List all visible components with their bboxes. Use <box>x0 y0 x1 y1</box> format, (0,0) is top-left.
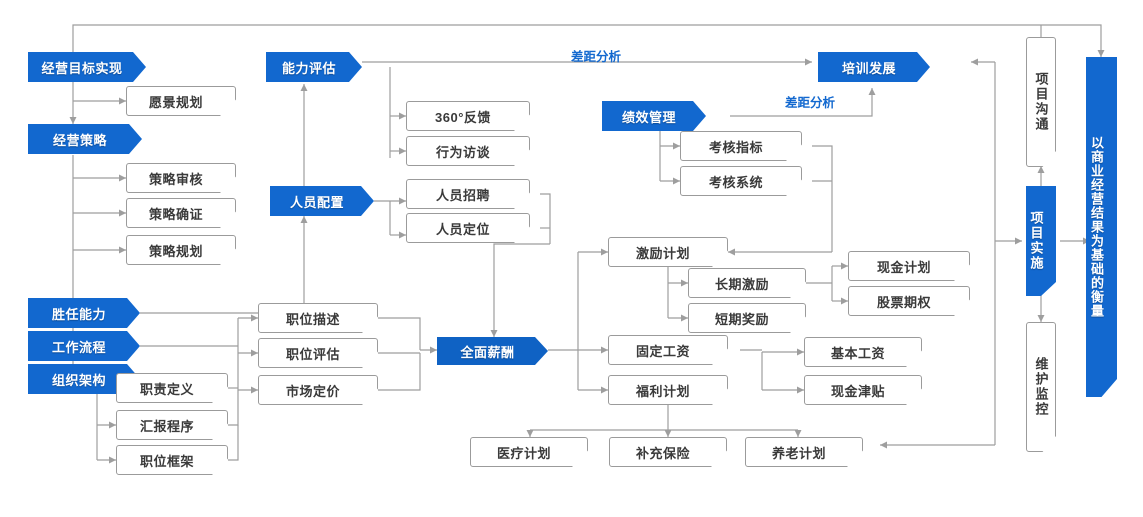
node-label: 项目实施 <box>1028 211 1044 271</box>
node-label: 固定工资 <box>635 343 690 359</box>
node-cash-allowance[interactable]: 现金津贴 <box>804 375 922 405</box>
node-label: 人员配置 <box>289 194 344 210</box>
node-label: 激励计划 <box>635 245 690 261</box>
node-label: 能力评估 <box>281 60 336 76</box>
node-staffing[interactable]: 人员配置 <box>270 186 374 216</box>
node-label: 短期奖励 <box>714 311 769 327</box>
node-work-process[interactable]: 工作流程 <box>28 331 140 361</box>
node-strategy-plan[interactable]: 策略规划 <box>126 235 236 265</box>
node-label: 愿景规划 <box>148 94 203 110</box>
node-label: 项目沟通 <box>1033 72 1049 132</box>
node-performance-mgmt[interactable]: 绩效管理 <box>602 101 706 131</box>
node-label: 策略规划 <box>148 243 203 259</box>
node-positioning[interactable]: 人员定位 <box>406 213 530 243</box>
node-label: 经营目标实现 <box>41 60 123 76</box>
node-cash-plan[interactable]: 现金计划 <box>848 251 970 281</box>
node-short-term-bonus[interactable]: 短期奖励 <box>688 303 806 333</box>
node-vision-plan[interactable]: 愿景规划 <box>126 86 236 116</box>
node-strategy-review[interactable]: 策略审核 <box>126 163 236 193</box>
node-label: 培训发展 <box>841 60 896 76</box>
node-base-salary[interactable]: 基本工资 <box>804 337 922 367</box>
node-label: 工作流程 <box>51 339 106 355</box>
node-label: 补充保险 <box>635 445 690 461</box>
node-pension-plan[interactable]: 养老计划 <box>745 437 863 467</box>
node-label: 以商业经营结果为基础的衡量 <box>1089 136 1104 318</box>
node-label: 汇报程序 <box>139 418 194 434</box>
node-label: 养老计划 <box>771 445 826 461</box>
node-assessment-system[interactable]: 考核系统 <box>680 166 802 196</box>
node-project-implementation[interactable]: 项目实施 <box>1026 186 1056 296</box>
node-feedback-360[interactable]: 360°反馈 <box>406 101 530 131</box>
node-capability-assessment[interactable]: 能力评估 <box>266 52 362 82</box>
node-label: 考核指标 <box>708 139 763 155</box>
node-supplementary-insurance[interactable]: 补充保险 <box>609 437 727 467</box>
node-assessment-index[interactable]: 考核指标 <box>680 131 802 161</box>
node-competency[interactable]: 胜任能力 <box>28 298 140 328</box>
node-report-procedure[interactable]: 汇报程序 <box>116 410 228 440</box>
node-label: 现金计划 <box>876 259 931 275</box>
node-label: 医疗计划 <box>496 445 551 461</box>
node-label: 市场定价 <box>285 383 340 399</box>
node-maintenance-monitoring[interactable]: 维护监控 <box>1026 322 1056 452</box>
node-label: 考核系统 <box>708 174 763 190</box>
node-label: 人员招聘 <box>435 187 490 203</box>
node-label: 职位描述 <box>285 311 340 327</box>
node-behavior-interview[interactable]: 行为访谈 <box>406 136 530 166</box>
node-label: 维护监控 <box>1033 357 1049 417</box>
node-total-rewards[interactable]: 全面薪酬 <box>437 337 548 365</box>
node-business-goal[interactable]: 经营目标实现 <box>28 52 146 82</box>
node-position-framework[interactable]: 职位框架 <box>116 445 228 475</box>
node-label: 策略确证 <box>148 206 203 222</box>
node-fixed-salary[interactable]: 固定工资 <box>608 335 728 365</box>
node-stock-option[interactable]: 股票期权 <box>848 286 970 316</box>
node-label: 行为访谈 <box>435 144 490 160</box>
node-label: 福利计划 <box>635 383 690 399</box>
node-recruitment[interactable]: 人员招聘 <box>406 179 530 209</box>
node-label: 基本工资 <box>830 345 885 361</box>
node-label: 胜任能力 <box>51 306 106 322</box>
node-label: 人员定位 <box>435 221 490 237</box>
node-label: 职责定义 <box>139 381 194 397</box>
node-label: 策略审核 <box>148 171 203 187</box>
node-label: 组织架构 <box>51 372 106 388</box>
node-label: 经营策略 <box>52 132 107 148</box>
node-long-term-incentive[interactable]: 长期激励 <box>688 268 806 298</box>
node-label: 职位框架 <box>139 453 194 469</box>
node-label: 绩效管理 <box>621 109 676 125</box>
node-label: 360°反馈 <box>435 109 491 125</box>
node-job-description[interactable]: 职位描述 <box>258 303 378 333</box>
node-strategy-validate[interactable]: 策略确证 <box>126 198 236 228</box>
node-job-evaluation[interactable]: 职位评估 <box>258 338 378 368</box>
node-training-dev[interactable]: 培训发展 <box>818 52 930 82</box>
node-label: 职位评估 <box>285 346 340 362</box>
node-welfare-plan[interactable]: 福利计划 <box>608 375 728 405</box>
node-incentive-plan[interactable]: 激励计划 <box>608 237 728 267</box>
node-label: 全面薪酬 <box>460 344 515 360</box>
node-project-communication[interactable]: 项目沟通 <box>1026 37 1056 167</box>
node-label: 长期激励 <box>714 276 769 292</box>
node-duty-definition[interactable]: 职责定义 <box>116 373 228 403</box>
node-label: 股票期权 <box>876 294 931 310</box>
node-label: 现金津贴 <box>830 383 885 399</box>
node-market-pricing[interactable]: 市场定价 <box>258 375 378 405</box>
edge-label-gap-analysis-top: 差距分析 <box>571 50 622 64</box>
node-business-strategy[interactable]: 经营策略 <box>28 124 142 154</box>
edge-label-gap-analysis-mid: 差距分析 <box>785 96 836 110</box>
node-business-result-measure[interactable]: 以商业经营结果为基础的衡量 <box>1086 57 1117 397</box>
node-medical-plan[interactable]: 医疗计划 <box>470 437 588 467</box>
